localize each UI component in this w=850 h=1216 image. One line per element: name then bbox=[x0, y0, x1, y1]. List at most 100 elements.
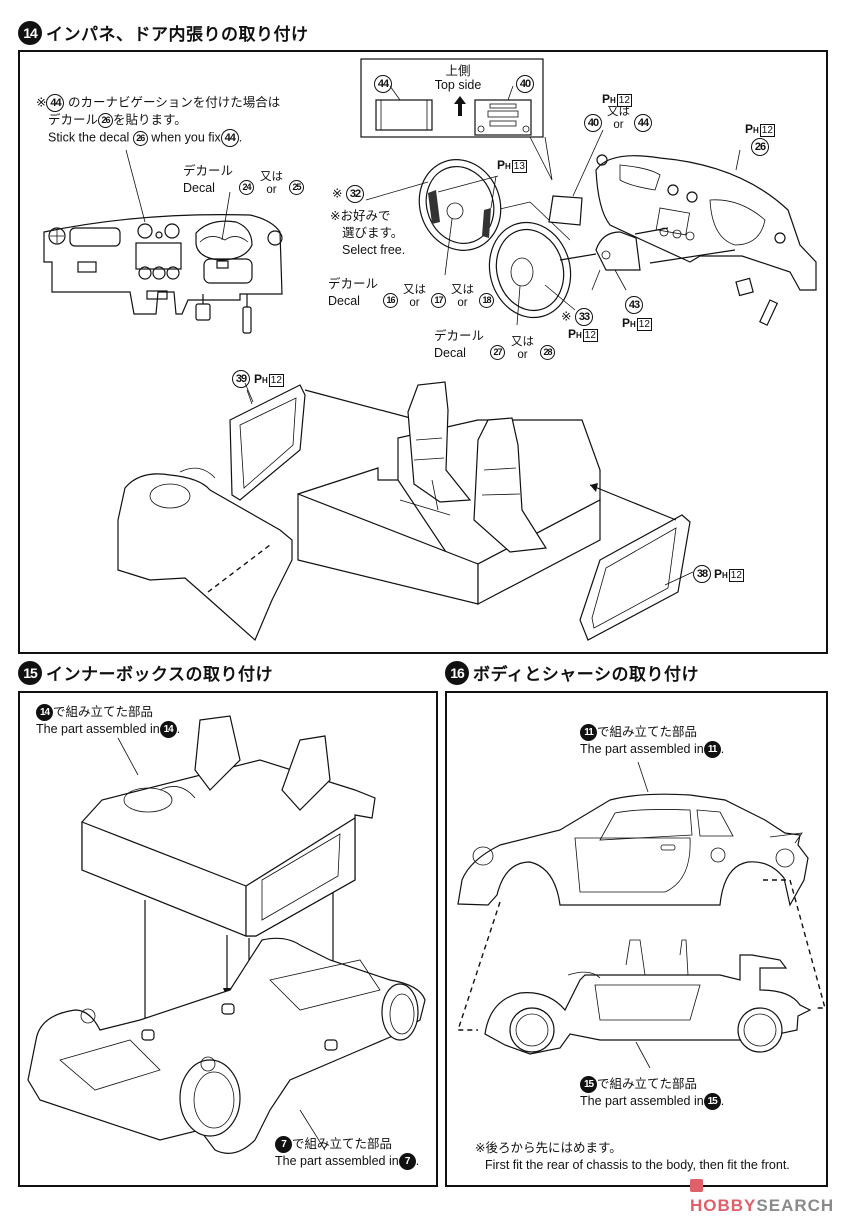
ph-label-p-text: P bbox=[568, 327, 577, 341]
step-16-panel bbox=[445, 691, 828, 1187]
ph-label-p-text: P bbox=[745, 122, 754, 136]
part-44-label: 44 bbox=[374, 75, 392, 93]
ph-label-h-text: H bbox=[610, 96, 616, 105]
wheel-32-label: ※ 32 bbox=[332, 185, 364, 203]
dot-text: . bbox=[720, 1094, 725, 1109]
top-en-text: Top side bbox=[434, 78, 482, 92]
ref-text: 7 bbox=[275, 1136, 292, 1154]
mark-text: ※ bbox=[561, 309, 572, 324]
dot-text: . bbox=[415, 1154, 420, 1169]
ph-label-h-text: H bbox=[576, 331, 582, 340]
ref-text: 11 bbox=[703, 741, 721, 759]
select-jp-1-text: ※お好みで bbox=[330, 209, 391, 223]
step-title-text: インナーボックスの取り付け bbox=[46, 665, 273, 684]
en-text: The part assembled in bbox=[275, 1154, 399, 1169]
hobby-search-watermark: HOBBYSEARCH bbox=[690, 1176, 850, 1216]
a-text: 27 bbox=[490, 345, 506, 360]
ph-label-p-text: P bbox=[622, 316, 631, 330]
en-text: Decal bbox=[434, 346, 466, 360]
fit-order-note: ※後ろから先にはめます。 First fit the rear of chass… bbox=[475, 1140, 790, 1174]
jp-text: で組み立てた部品 bbox=[597, 725, 698, 739]
step-number-badge: 14 bbox=[18, 20, 42, 45]
ph-label-p-text: P bbox=[497, 158, 506, 172]
step-number-badge: 15 bbox=[18, 660, 42, 685]
b-text: 25 bbox=[289, 180, 305, 195]
ref-text: 7 bbox=[398, 1153, 416, 1171]
or-en-text: or bbox=[457, 297, 468, 309]
hobby-text: HOBBY bbox=[690, 1196, 757, 1215]
b-text: 28 bbox=[540, 345, 556, 360]
en-text: Decal bbox=[328, 294, 360, 308]
part-ref-44: 44 bbox=[220, 129, 239, 147]
en-text: The part assembled in bbox=[580, 742, 704, 757]
select-en-text: Select free. bbox=[342, 243, 406, 257]
ph-label-p-text: P bbox=[602, 92, 611, 106]
a-text: 24 bbox=[239, 180, 255, 195]
part-39-label: 39 bbox=[232, 370, 250, 388]
or-jp-text: 又は bbox=[511, 336, 535, 348]
fit-note-jp-text: ※後ろから先にはめます。 bbox=[475, 1141, 622, 1155]
interior-tub-drawing bbox=[117, 381, 694, 642]
ph-text: 13 bbox=[511, 160, 527, 173]
select-free-note: ※お好みで 選びます。 Select free. bbox=[330, 208, 405, 259]
b-text: 17 bbox=[431, 293, 447, 308]
jp-text: で組み立てた部品 bbox=[292, 1137, 393, 1151]
fit-note-en-text: First fit the rear of chassis to the bod… bbox=[485, 1158, 790, 1172]
navi-note-jp-1-text: のカーナビゲーションを付けた場合は bbox=[67, 95, 281, 110]
a-text: 16 bbox=[383, 293, 399, 308]
en-text: The part assembled in bbox=[580, 1094, 704, 1109]
ref-text: 14 bbox=[159, 721, 177, 739]
navi-note-en-a-text: Stick the decal bbox=[48, 130, 130, 145]
jp-text: デカール bbox=[328, 277, 379, 291]
step-16-title: 16 ボディとシャーシの取り付け bbox=[445, 660, 699, 685]
or-jp-text: 又は bbox=[607, 106, 630, 118]
ph-label-h-text: H bbox=[753, 126, 759, 135]
watermark-logo-icon bbox=[690, 1179, 703, 1192]
jp-text: で組み立てた部品 bbox=[53, 705, 154, 719]
part-26-label: 26 bbox=[751, 138, 769, 156]
step-14-title: 14 インパネ、ドア内張りの取り付け bbox=[18, 20, 309, 45]
jp-text: で組み立てた部品 bbox=[597, 1077, 698, 1091]
ph-text: 12 bbox=[636, 318, 652, 331]
inset-top-side-label: 上側 Top side bbox=[423, 64, 493, 92]
part-ref-44: 44 bbox=[46, 94, 65, 112]
top-jp-text: 上側 bbox=[445, 64, 471, 78]
or-en-text: or bbox=[517, 349, 528, 361]
mark-text: ※ bbox=[36, 95, 47, 110]
part-40-label: 40 bbox=[584, 114, 602, 132]
ph-label-p-text: P bbox=[254, 372, 263, 386]
ph-label-p-text: P bbox=[714, 567, 723, 581]
dot-text: . bbox=[176, 722, 181, 737]
part-text: 32 bbox=[345, 185, 364, 203]
mark-text: ※ bbox=[332, 186, 343, 201]
step-title-text: インパネ、ドア内張りの取り付け bbox=[46, 25, 309, 44]
or-en-text: or bbox=[613, 119, 624, 131]
ph-text: 12 bbox=[616, 94, 632, 107]
part-text: 33 bbox=[574, 308, 593, 326]
wheel-33-label: ※ 33 bbox=[561, 308, 593, 326]
jp-text: デカール bbox=[183, 164, 234, 178]
step-15-title: 15 インナーボックスの取り付け bbox=[18, 660, 273, 685]
en-text: Decal bbox=[183, 181, 215, 195]
search-text: SEARCH bbox=[756, 1196, 835, 1215]
ph-text: 12 bbox=[268, 374, 284, 387]
ref-text: 14 bbox=[36, 704, 53, 722]
c-text: 18 bbox=[479, 293, 495, 308]
step-number-badge: 16 bbox=[445, 660, 469, 685]
ref-text: 15 bbox=[703, 1093, 721, 1111]
or-jp-text: 又は bbox=[451, 284, 475, 296]
step-title-text: ボディとシャーシの取り付け bbox=[473, 665, 699, 684]
